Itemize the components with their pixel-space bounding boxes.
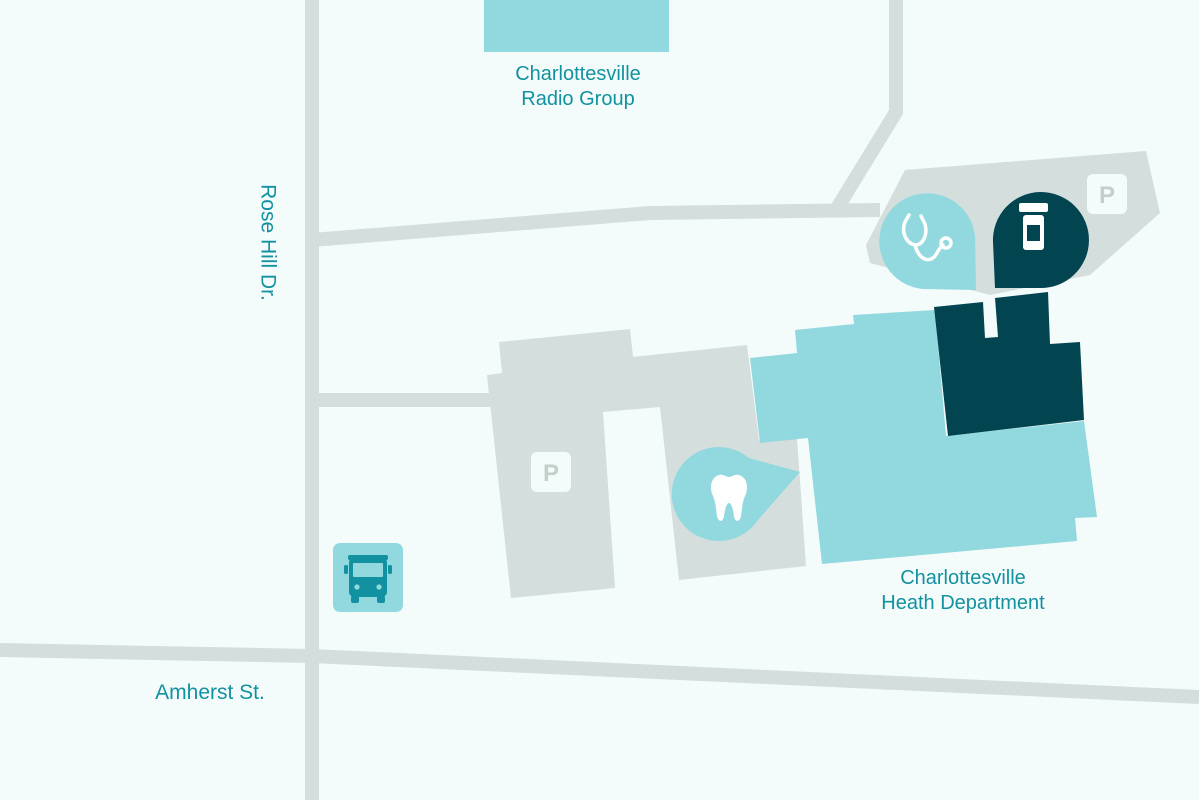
amherst-street-label: Amherst St. xyxy=(155,681,265,704)
pharmacy-marker[interactable] xyxy=(992,192,1089,289)
health-department-label-line1: Charlottesville xyxy=(900,567,1026,589)
radio-group-label-line2: Radio Group xyxy=(521,88,635,110)
radio-group-label-line1: Charlottesville xyxy=(515,63,641,85)
parking-sign: P xyxy=(1087,174,1127,214)
doctor-marker[interactable] xyxy=(879,193,976,290)
bus-stop[interactable] xyxy=(333,543,403,612)
amherst-street-road xyxy=(0,643,1199,704)
bus-icon xyxy=(344,555,392,603)
radio-group-building xyxy=(484,0,669,52)
northeast-road xyxy=(830,0,903,214)
rose-hill-drive-label: Rose Hill Dr. xyxy=(256,184,280,301)
radio-group-label: Charlottesville Radio Group xyxy=(468,62,688,112)
pill-bottle-icon xyxy=(1019,203,1048,250)
upper-cross-road xyxy=(311,203,881,247)
dentist-marker[interactable] xyxy=(671,447,800,542)
health-department-label: Charlottesville Heath Department xyxy=(843,566,1083,616)
stethoscope-icon xyxy=(901,213,953,262)
svg-text:P: P xyxy=(543,460,559,487)
health-department-building xyxy=(750,310,1097,564)
pharmacy-wing xyxy=(934,292,1084,436)
parking-sign: P xyxy=(531,452,571,492)
tooth-icon xyxy=(711,474,747,521)
health-department-label-line2: Heath Department xyxy=(881,592,1045,614)
svg-text:P: P xyxy=(1099,182,1115,209)
